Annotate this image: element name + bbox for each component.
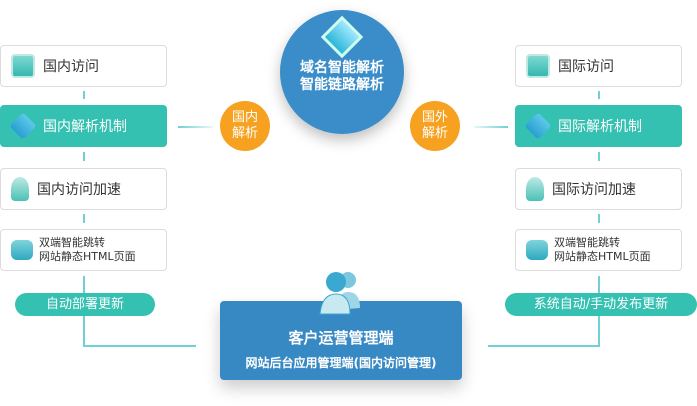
monitor-icon (526, 54, 550, 78)
domestic-resolution-box: 国内解析机制 (0, 105, 167, 147)
monitor-icon (11, 54, 35, 78)
center-title: 客户运营管理端 (288, 329, 394, 347)
center-subtitle: 网站后台应用管理端(国内访问管理) (245, 356, 437, 370)
badge-line1: 国内 (231, 110, 258, 125)
server-cube-icon (524, 112, 552, 140)
auto-deploy-pill: 自动部署更新 (15, 293, 155, 316)
rocket-icon (526, 177, 544, 201)
arrow-down (83, 91, 85, 99)
arrow-down (598, 91, 600, 99)
arrow-left (178, 126, 213, 128)
publish-update-pill: 系统自动/手动发布更新 (505, 293, 697, 316)
domestic-access-box: 国内访问 (0, 45, 167, 87)
international-resolution-box: 国际解析机制 (515, 105, 682, 147)
smart-dns-hub: 域名智能解析 智能链路解析 (280, 10, 404, 134)
international-access-box: 国际访问 (515, 45, 682, 87)
domestic-acceleration-box: 国内访问加速 (0, 168, 167, 210)
jump-line2: 网站静态HTML页面 (39, 250, 136, 263)
jump-line1: 双端智能跳转 (39, 236, 105, 249)
arrow-down (83, 152, 85, 161)
arrow-right (474, 126, 508, 128)
jump-line1: 双端智能跳转 (554, 236, 620, 249)
connector-left-h (83, 345, 196, 347)
arrow-down (83, 214, 85, 223)
rocket-icon (11, 177, 29, 201)
international-acceleration-box: 国际访问加速 (515, 168, 682, 210)
international-jump-box: 双端智能跳转网站静态HTML页面 (515, 229, 682, 271)
devices-link-icon (526, 240, 548, 260)
badge-line2: 解析 (231, 126, 258, 141)
domestic-jump-box: 双端智能跳转网站静态HTML页面 (0, 229, 167, 271)
hub-line1: 域名智能解析 (300, 60, 384, 76)
hub-line2: 智能链路解析 (300, 77, 384, 93)
users-icon (319, 272, 360, 315)
devices-link-icon (11, 240, 33, 260)
badge-line1: 国外 (421, 110, 448, 125)
server-cube-icon (9, 112, 37, 140)
jump-line2: 网站静态HTML页面 (554, 250, 651, 263)
domestic-resolution-badge: 国内解析 (220, 101, 270, 151)
arrow-down (598, 152, 600, 161)
arrow-down (598, 214, 600, 223)
badge-line2: 解析 (421, 126, 448, 141)
connector-right-h (488, 345, 600, 347)
server-cube-icon (320, 15, 364, 59)
foreign-resolution-badge: 国外解析 (410, 101, 460, 151)
